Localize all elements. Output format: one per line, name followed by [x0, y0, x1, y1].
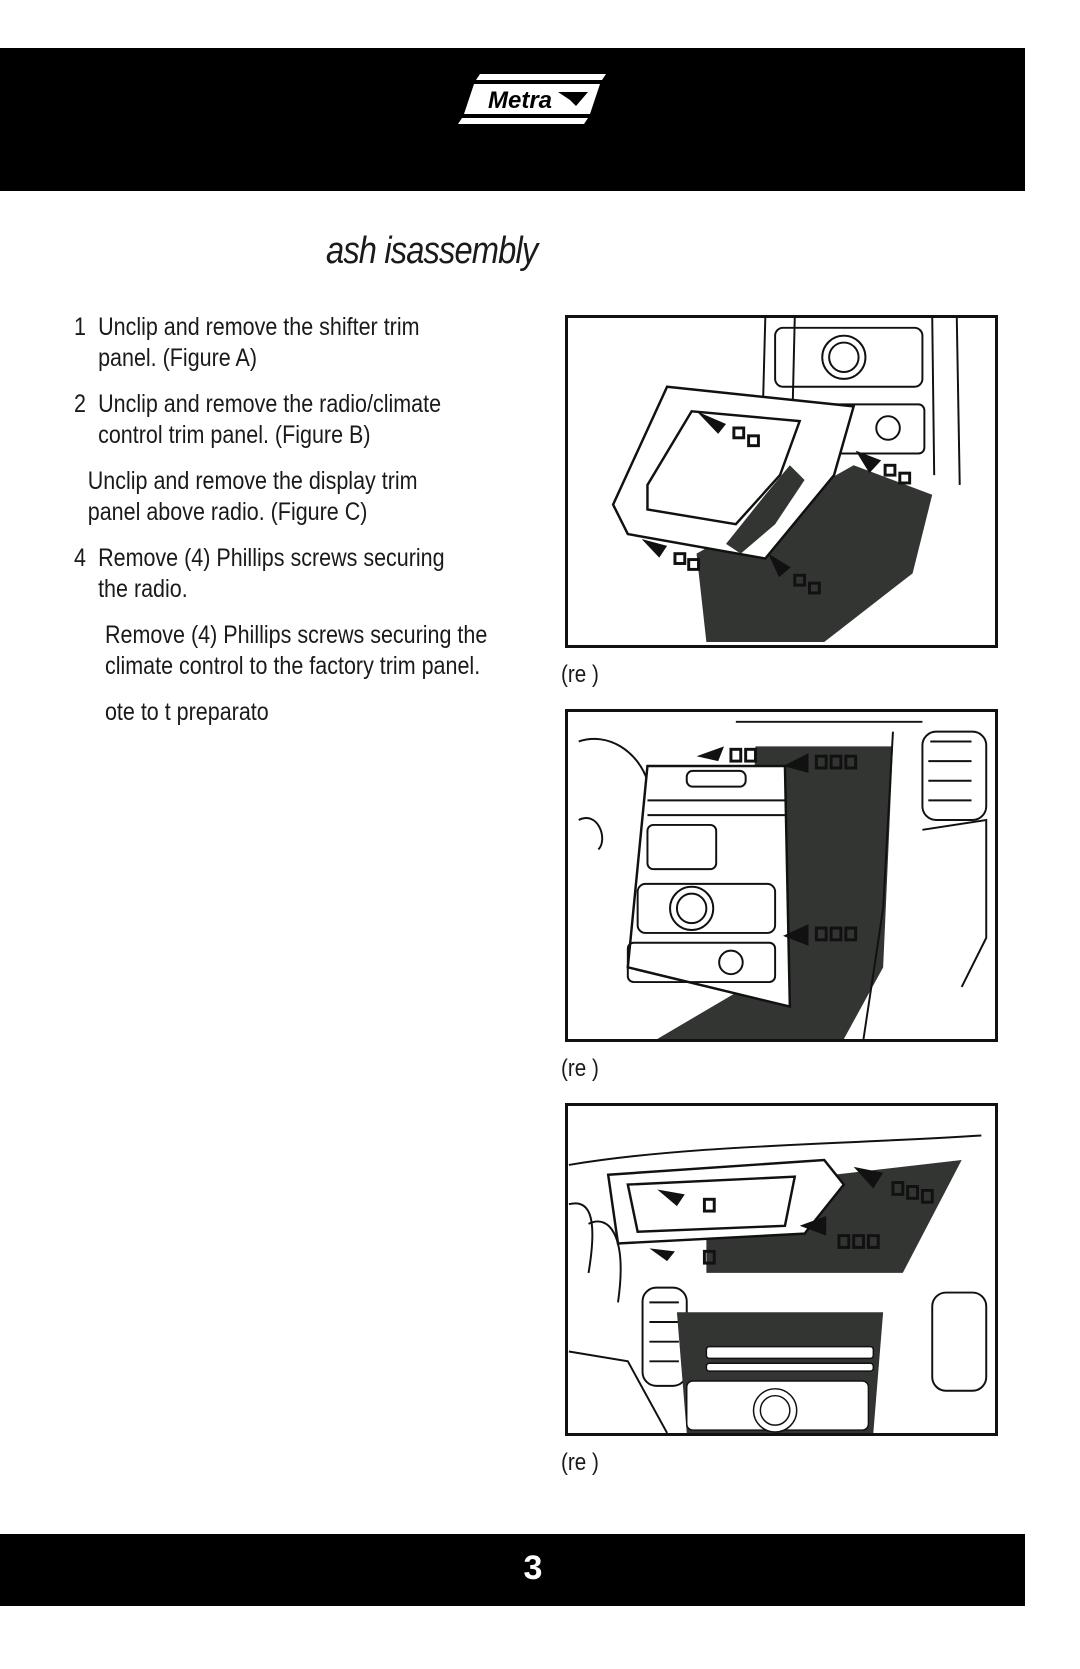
figure-c [565, 1103, 998, 1436]
step-6: ote to t preparato [74, 697, 556, 728]
step-text: Remove (4) Phillips screws securing the … [104, 621, 488, 680]
figure-b [565, 709, 998, 1042]
step-text: Remove (4) Phillips screws securing the … [98, 544, 445, 603]
footer-bar [0, 1534, 1025, 1606]
instruction-steps: 1 Unclip and remove the shifter trim pan… [74, 312, 544, 743]
step-5: Remove (4) Phillips screws securing the … [74, 620, 556, 682]
step-text: ote to t preparato [104, 698, 269, 726]
step-text: Unclip and remove the display trim panel… [87, 467, 418, 526]
step-2: 2 Unclip and remove the radio/climate co… [74, 389, 556, 451]
figure-c-illustration [568, 1134, 988, 1433]
figure-a-illustration [611, 318, 961, 643]
figure-b-caption: (re ) [561, 1055, 599, 1082]
page-title: ash isassembly [326, 230, 538, 272]
page-number: 3 [523, 1549, 543, 1587]
step-3: Unclip and remove the display trim panel… [74, 466, 556, 528]
step-number: 2 [74, 390, 86, 418]
step-text: Unclip and remove the shifter trim panel… [98, 313, 420, 372]
figure-b-illustration [578, 720, 988, 1039]
step-number: 1 [74, 313, 86, 341]
step-4: 4 Remove (4) Phillips screws securing th… [74, 543, 556, 605]
metra-logo: Metra [458, 70, 608, 130]
figure-a [565, 315, 998, 648]
figure-a-caption: (re ) [561, 661, 599, 688]
step-text: Unclip and remove the radio/climate cont… [98, 390, 442, 449]
step-1: 1 Unclip and remove the shifter trim pan… [74, 312, 556, 374]
step-number: 4 [74, 544, 86, 572]
logo-lettering: Metra [488, 87, 552, 114]
figure-c-caption: (re ) [561, 1449, 599, 1476]
